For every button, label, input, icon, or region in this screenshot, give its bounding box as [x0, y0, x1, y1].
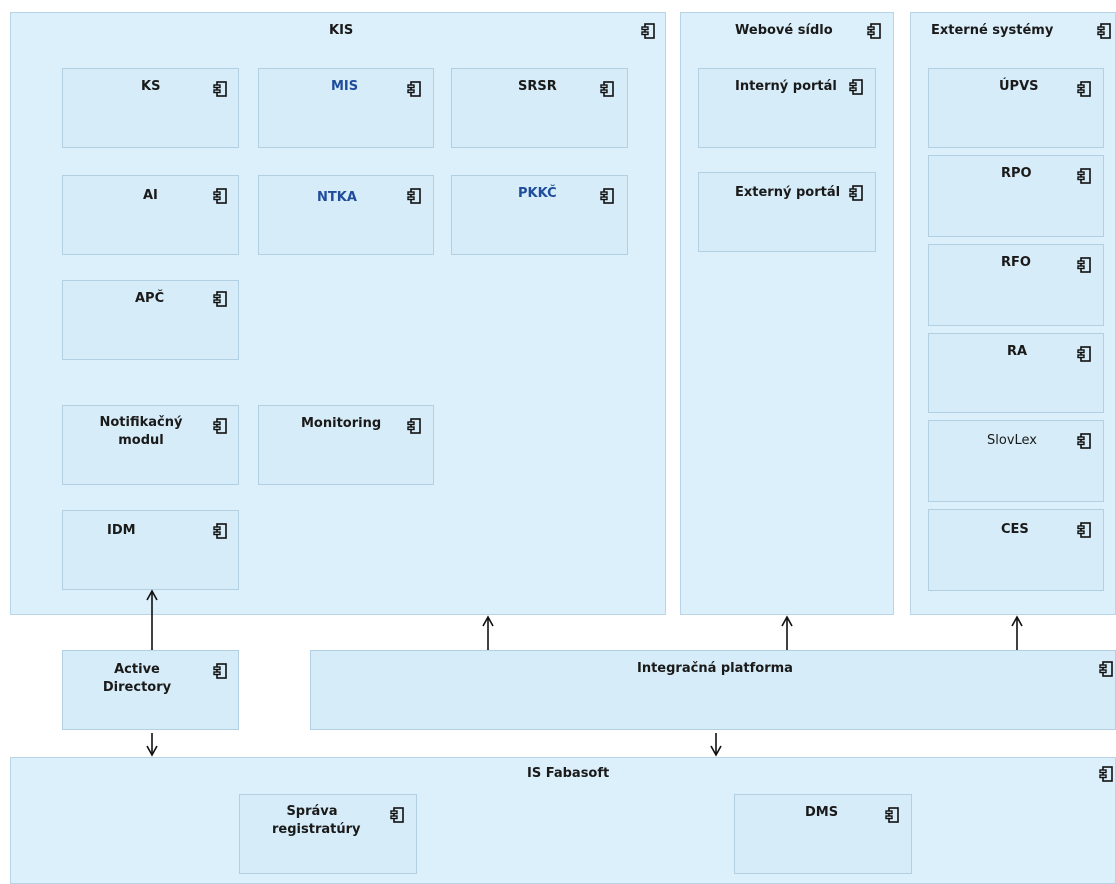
component-upvs[interactable]: ÚPVS: [928, 68, 1104, 148]
component-label: Interný portál: [735, 79, 837, 94]
component-icon: [1077, 257, 1091, 273]
component-ai[interactable]: AI: [62, 175, 239, 255]
is-fabasoft-container[interactable]: IS Fabasoft: [10, 757, 1116, 884]
component-icon: [213, 188, 227, 204]
component-monitoring[interactable]: Monitoring: [258, 405, 434, 485]
component-ks[interactable]: KS: [62, 68, 239, 148]
component-label: SRSR: [518, 79, 557, 94]
component-icon: [390, 807, 404, 823]
component-dms[interactable]: DMS: [734, 794, 912, 874]
component-icon: [407, 81, 421, 97]
component-icon: [1077, 346, 1091, 362]
component-label: SlovLex: [987, 433, 1037, 448]
component-icon: [213, 523, 227, 539]
component-label: KS: [141, 79, 161, 94]
component-icon: [1099, 766, 1113, 782]
component-sprava-registratury[interactable]: Správa registratúry: [239, 794, 417, 874]
component-icon: [600, 81, 614, 97]
component-srsr[interactable]: SRSR: [451, 68, 628, 148]
component-label: IDM: [107, 523, 136, 538]
component-icon: [213, 663, 227, 679]
component-ces[interactable]: CES: [928, 509, 1104, 591]
component-apc[interactable]: APČ: [62, 280, 239, 360]
component-label: NTKA: [317, 190, 357, 205]
component-externy-portal[interactable]: Externý portál: [698, 172, 876, 252]
component-icon: [641, 23, 655, 39]
component-rfo[interactable]: RFO: [928, 244, 1104, 326]
component-label: Správa registratúry: [272, 804, 361, 837]
component-idm[interactable]: IDM: [62, 510, 239, 590]
component-label: AI: [143, 188, 158, 203]
component-icon: [1077, 433, 1091, 449]
arrow-ip-to-web-head: [781, 615, 793, 627]
component-label: DMS: [805, 805, 839, 820]
component-integracna-platforma[interactable]: Integračná platforma: [310, 650, 1116, 730]
arrow-ip-to-fabasoft-head: [710, 745, 722, 757]
component-rpo[interactable]: RPO: [928, 155, 1104, 237]
component-icon: [849, 185, 863, 201]
component-icon: [213, 291, 227, 307]
component-label: ÚPVS: [999, 79, 1039, 94]
component-active-directory[interactable]: Active Directory: [62, 650, 239, 730]
component-icon: [849, 79, 863, 95]
component-icon: [1097, 23, 1111, 39]
component-label: PKKČ: [518, 186, 557, 201]
component-slovlex[interactable]: SlovLex: [928, 420, 1104, 502]
kis-title: KIS: [329, 23, 354, 38]
component-icon: [600, 188, 614, 204]
component-interny-portal[interactable]: Interný portál: [698, 68, 876, 148]
component-notifikacny-modul[interactable]: Notifikačný modul: [62, 405, 239, 485]
component-label: APČ: [135, 291, 165, 306]
component-pkkc[interactable]: PKKČ: [451, 175, 628, 255]
arrow-ip-to-ext-head: [1011, 615, 1023, 627]
component-icon: [407, 188, 421, 204]
arrow-ip-to-kis-head: [482, 615, 494, 627]
component-label: Notifikačný modul: [99, 415, 183, 448]
component-icon: [213, 418, 227, 434]
component-label: RA: [1007, 344, 1028, 359]
component-icon: [867, 23, 881, 39]
arrow-ad-to-fabasoft-head: [146, 745, 158, 757]
component-mis[interactable]: MIS: [258, 68, 434, 148]
webove-sidlo-title: Webové sídlo: [735, 23, 833, 38]
component-icon: [885, 807, 899, 823]
component-icon: [1077, 168, 1091, 184]
component-label: Integračná platforma: [637, 661, 793, 676]
component-ra[interactable]: RA: [928, 333, 1104, 413]
component-label: CES: [1001, 522, 1029, 537]
is-fabasoft-title: IS Fabasoft: [527, 766, 610, 781]
component-label: RFO: [1001, 255, 1031, 270]
component-label: Monitoring: [301, 416, 382, 431]
component-ntka[interactable]: NTKA: [258, 175, 434, 255]
component-icon: [1099, 661, 1113, 677]
component-icon: [1077, 522, 1091, 538]
component-icon: [407, 418, 421, 434]
component-label: RPO: [1001, 166, 1032, 181]
component-label: MIS: [331, 79, 359, 94]
component-label: Active Directory: [102, 662, 172, 695]
component-icon: [1077, 81, 1091, 97]
externe-systemy-title: Externé systémy: [931, 23, 1054, 38]
component-label: Externý portál: [735, 185, 841, 200]
component-icon: [213, 81, 227, 97]
